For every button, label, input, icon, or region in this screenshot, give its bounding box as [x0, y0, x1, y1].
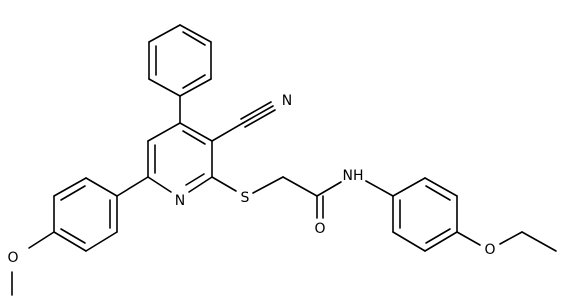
- ethoxyphenyl-bond: [424, 231, 458, 252]
- phenyl-bond: [179, 24, 212, 43]
- methoxyphenyl-double-bond: [60, 185, 86, 201]
- ethoxy-group: [456, 231, 557, 252]
- pyridine-bond: [188, 176, 213, 193]
- phenyl-double-bond: [182, 74, 206, 89]
- methoxyphenyl-bond: [53, 177, 87, 197]
- ethoxyphenyl-bond: [392, 177, 426, 197]
- oxygen-ethyl-bond: [499, 231, 523, 245]
- pyridine-bond: [147, 176, 172, 193]
- pyridine-bond: [179, 122, 213, 142]
- phenyl-bond: [148, 78, 181, 97]
- thioacetamide-chain: [211, 176, 394, 219]
- amide-nh-label: NH: [343, 168, 364, 184]
- phenyl-double-bond: [182, 31, 206, 46]
- ethoxyphenyl-double-bond: [425, 185, 451, 201]
- methoxyphenyl-bond: [85, 177, 118, 197]
- pyridine-sulfur-bond: [211, 176, 237, 192]
- phenyl-bond: [179, 78, 212, 97]
- pyridine-ring: [147, 122, 213, 193]
- methoxyphenyl-ring: [53, 176, 149, 252]
- methoxyphenyl-bond: [53, 231, 87, 252]
- methylene-carbonyl-bond: [282, 176, 318, 197]
- pyridine-methoxyphenyl-bond: [116, 176, 149, 197]
- ethoxy-oxygen-label: O: [484, 242, 495, 258]
- sulfur-methylene-bond: [252, 176, 284, 194]
- nitrile-carbon-bond: [211, 122, 244, 142]
- pyridine-double-bond: [185, 173, 205, 186]
- aryl-oxygen-bond: [456, 231, 481, 246]
- ethoxyphenyl-bond: [424, 177, 458, 197]
- phenyl-ring: [148, 24, 212, 97]
- methoxyphenyl-bond: [85, 231, 118, 252]
- nitrile-group: [211, 101, 276, 142]
- pyridine-bond: [147, 122, 181, 142]
- sulfur-label: S: [241, 190, 250, 206]
- ethoxyphenyl-ring: [392, 177, 458, 252]
- aryl-oxygen-bond: [28, 231, 55, 249]
- methoxy-group: [11, 231, 55, 296]
- ethoxyphenyl-double-bond: [425, 228, 451, 244]
- methoxy-oxygen-label: O: [7, 250, 18, 266]
- ring-nitrogen-label: N: [175, 193, 185, 209]
- nitrile-triple-bond: [244, 109, 276, 128]
- nitrile-triple-bond: [242, 105, 274, 124]
- ethoxyphenyl-bond: [392, 231, 426, 252]
- methoxyphenyl-double-bond: [60, 228, 86, 244]
- nitrile-nitrogen-label: N: [282, 93, 292, 109]
- ethyl-bond: [521, 231, 557, 252]
- nitrile-triple-bond: [240, 101, 272, 120]
- phenyl-bond: [148, 24, 181, 43]
- carbonyl-nitrogen-bond: [316, 181, 342, 197]
- nitrogen-phenyl-bond: [365, 180, 394, 197]
- pyridine-double-bond: [182, 130, 206, 145]
- carbonyl-oxygen-label: O: [314, 221, 325, 237]
